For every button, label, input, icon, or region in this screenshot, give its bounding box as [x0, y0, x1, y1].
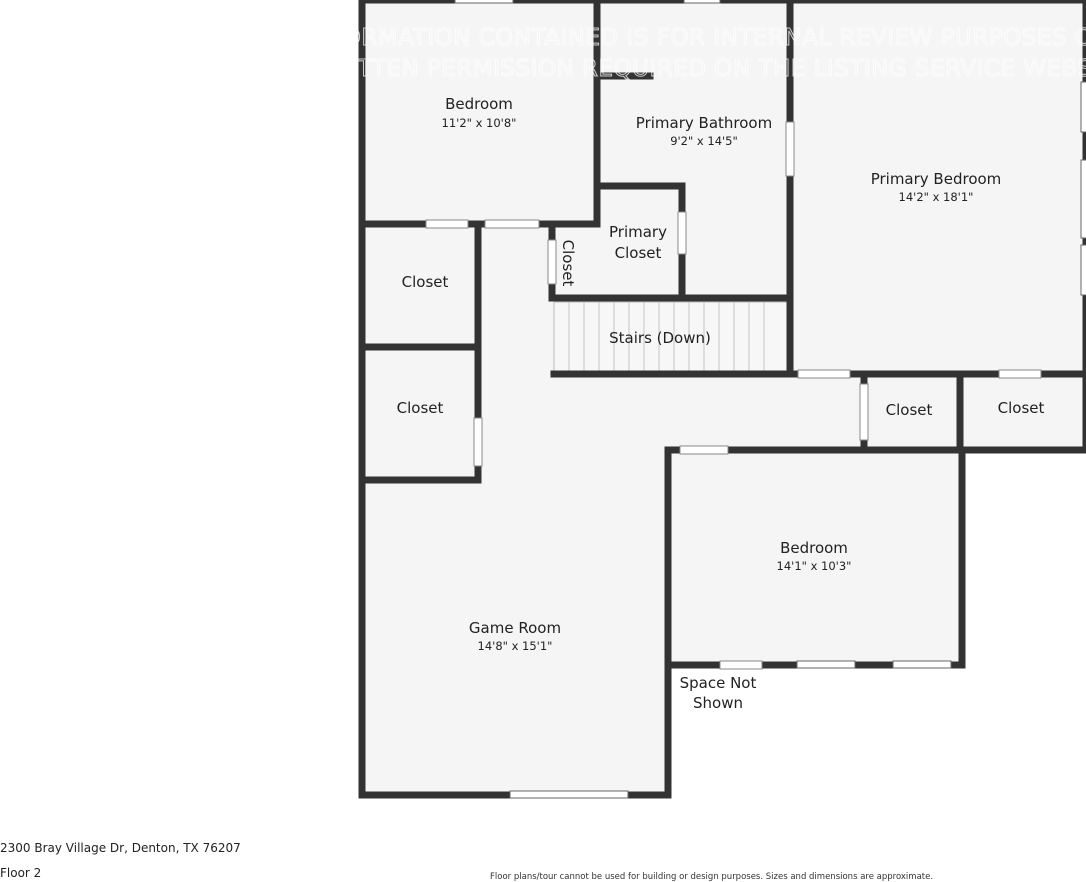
room-dims-bedroom-top: 11'2" x 10'8" [442, 116, 517, 130]
windows [454, 0, 1086, 799]
room-dims-primary-bathroom: 9'2" x 14'5" [670, 134, 738, 148]
room-label-bedroom-lower: Bedroom [780, 539, 848, 557]
room-label-primary-closet-line-1: Primary [609, 223, 667, 241]
watermark-line-1: INFORMATION CONTAINED IS FOR INTERNAL RE… [304, 25, 1086, 51]
room-label-game-room: Game Room [469, 619, 561, 637]
disclaimer-text: Floor plans/tour cannot be used for buil… [490, 872, 934, 882]
property-address: 2300 Bray Village Dr, Denton, TX 76207 [0, 841, 241, 855]
room-label-primary-bathroom: Primary Bathroom [636, 114, 772, 132]
room-label-stairs: Stairs (Down) [609, 329, 711, 347]
label-space-not-shown-line-2: Shown [693, 694, 743, 712]
room-dims-bedroom-lower: 14'1" x 10'3" [777, 559, 852, 573]
room-label-closet-small: Closet [559, 240, 577, 287]
door-openings [425, 121, 1042, 670]
floor-fill [362, 0, 1086, 795]
watermark: INFORMATION CONTAINED IS FOR INTERNAL RE… [304, 25, 1086, 83]
watermark-line-2: WRITTEN PERMISSION REQUIRED ON THE LISTI… [311, 56, 1086, 82]
room-label-closet-left-upper: Closet [402, 273, 449, 291]
room-label-closet-mid-right: Closet [886, 401, 933, 419]
floor-label: Floor 2 [0, 866, 42, 880]
room-dims-game-room: 14'8" x 15'1" [478, 639, 553, 653]
room-label-primary-closet-line-2: Closet [615, 244, 662, 262]
room-dims-primary-bedroom: 14'2" x 18'1" [899, 190, 974, 204]
room-label-closet-left-lower: Closet [397, 399, 444, 417]
room-label-closet-far-right: Closet [998, 399, 1045, 417]
room-label-primary-bedroom: Primary Bedroom [871, 170, 1002, 188]
label-space-not-shown-line-1: Space Not [680, 674, 757, 692]
room-label-bedroom-top: Bedroom [445, 95, 513, 113]
